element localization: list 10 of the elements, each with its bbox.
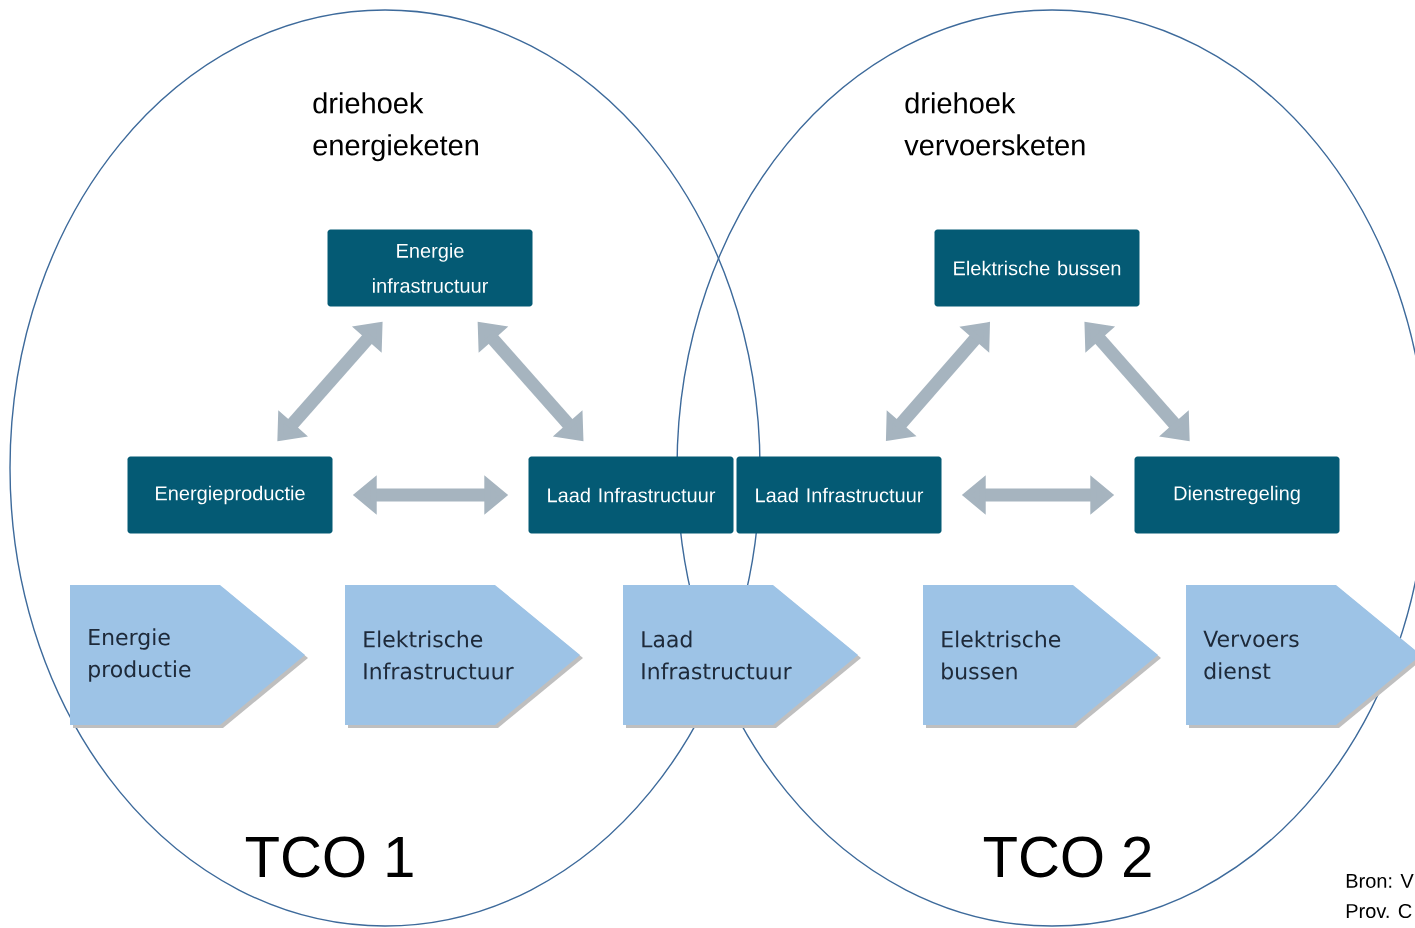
process-box: Dienstregeling (1134, 456, 1340, 534)
region-title: driehoek energieketen (313, 92, 478, 162)
source-note: Prov. C (1346, 903, 1412, 919)
process-box: Energie infrastructuur (327, 229, 533, 307)
region-label: TCO 2 (983, 836, 1151, 878)
process-box: Elektrische bussen (934, 229, 1140, 307)
process-box: Energieproductie (127, 456, 333, 534)
region-label: TCO 1 (245, 836, 413, 878)
region-title: driehoek vervoersketen (904, 92, 1085, 156)
source-note: Bron: V (1346, 874, 1414, 888)
